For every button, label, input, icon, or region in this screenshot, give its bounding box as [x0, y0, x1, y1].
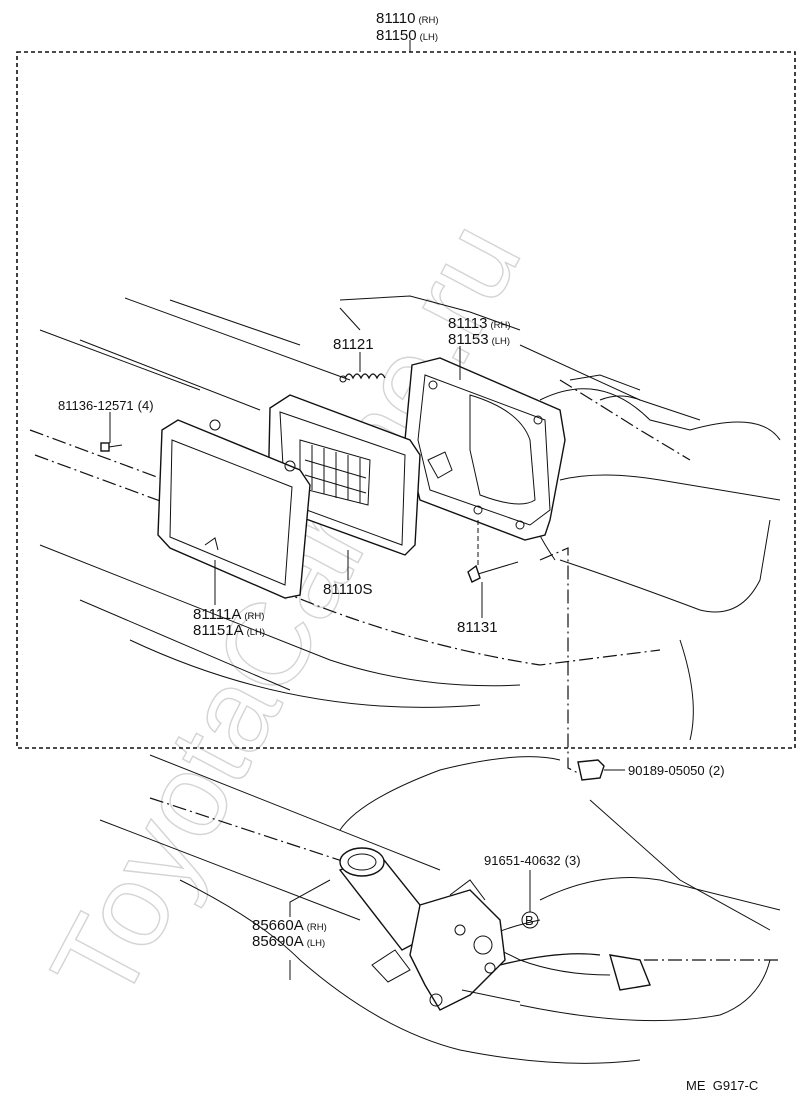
mounting-screw: [100, 442, 123, 452]
car-body-outline-upper: [29, 295, 781, 779]
leader-lines-upper: [109, 346, 483, 618]
housing-label-rh: 81113(RH): [448, 315, 511, 332]
adjust-screw-label: 81131: [457, 619, 498, 636]
motor-label-lh: 85690A(LH): [252, 933, 325, 950]
sealed-beam-label: 81110S: [323, 581, 373, 598]
motor-label-rh: 85660A(RH): [252, 917, 327, 934]
headlamp-bezel: [157, 419, 311, 599]
housing-label-lh: 81153(LH): [448, 331, 510, 348]
figure-code: ME G917-C: [686, 1078, 758, 1093]
headlamp-motor: [338, 847, 651, 1011]
spring-label: 81121: [333, 336, 374, 353]
headlamp-housing: [404, 357, 566, 541]
bezel-label-rh: 81111A(RH): [193, 606, 264, 623]
part-labels: 81110(RH) 81150(LH) 81113(RH) 81153(LH) …: [58, 10, 758, 1093]
adjusting-spring: [339, 373, 386, 383]
bolt-label: 91651-40632(3): [484, 853, 581, 868]
screw-label: 81136-12571(4): [58, 398, 154, 413]
bolt-marker-letter: B: [525, 913, 534, 928]
clip-part: [577, 759, 625, 781]
car-body-outline-lower: [99, 754, 781, 1064]
assembly-label-rh: 81110(RH): [376, 10, 439, 27]
assembly-boundary-box: [16, 51, 796, 749]
clip-label: 90189-05050(2): [628, 763, 725, 778]
bezel-label-lh: 81151A(LH): [193, 622, 265, 639]
assembly-label-lh: 81150(LH): [376, 27, 438, 44]
leader-lines-lower: [289, 879, 331, 980]
bolt-marker: B: [521, 870, 539, 929]
adjusting-screw: [467, 520, 519, 583]
